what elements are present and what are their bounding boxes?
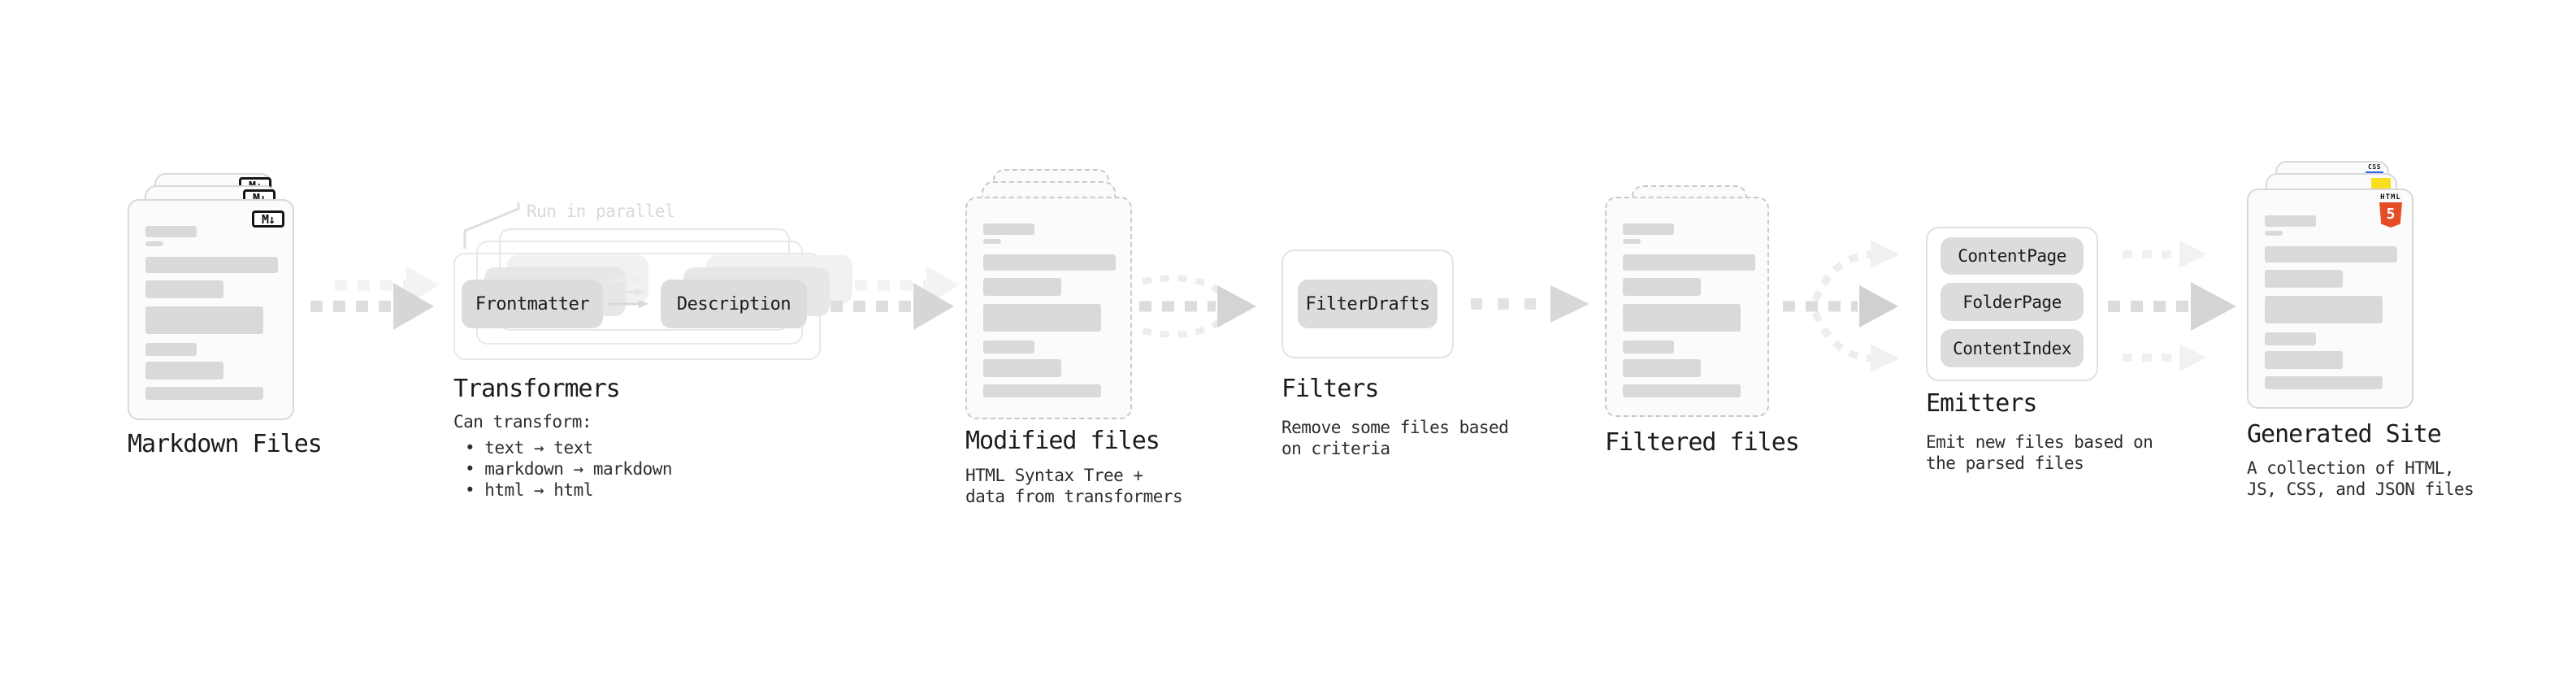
- text-line-placeholder: [1623, 384, 1741, 397]
- parallel-annotation: Run in parallel: [527, 202, 675, 221]
- text-line-placeholder: [2265, 215, 2316, 227]
- stage-title-filters: Filters: [1281, 375, 1379, 403]
- text-line-placeholder: [1623, 278, 1701, 296]
- file-content-placeholder: [2249, 190, 2412, 407]
- html5-icon-shield: 5: [2379, 202, 2402, 228]
- emitters-subtitle-line1: Emit new files based on: [1926, 432, 2153, 452]
- text-line-placeholder: [1623, 359, 1701, 377]
- generated-subtitle-line2: JS, CSS, and JSON files: [2247, 479, 2474, 499]
- emitter-node-folderpage: FolderPage: [1941, 283, 2084, 321]
- filter-node-filterdrafts: FilterDrafts: [1298, 280, 1438, 328]
- flow-arrow-echo: [855, 266, 959, 305]
- stage-title-transformers: Transformers: [453, 375, 621, 403]
- html5-icon-number: 5: [2386, 206, 2396, 223]
- text-line-placeholder: [983, 278, 1061, 296]
- text-line-placeholder: [2265, 376, 2383, 389]
- filters-subtitle-line2: on criteria: [1281, 439, 1390, 458]
- text-line-placeholder: [983, 340, 1034, 354]
- transformers-bullet: html → html: [465, 479, 593, 501]
- flow-arrow-icon: [1471, 285, 1589, 323]
- stage-title-filtered-files: Filtered files: [1605, 428, 1800, 457]
- emitters-subtitle-line2: the parsed files: [1926, 453, 2084, 473]
- flow-arrow-icon: [830, 266, 959, 330]
- flow-arrow-triple-icon: [2108, 241, 2236, 371]
- text-line-placeholder: [2265, 296, 2383, 323]
- text-line-placeholder: [1623, 223, 1674, 235]
- text-line-placeholder: [983, 359, 1061, 377]
- text-line-placeholder: [145, 387, 263, 400]
- generated-subtitle-line1: A collection of HTML,: [2247, 458, 2455, 478]
- file-content-placeholder: [129, 201, 293, 419]
- html5-icon-label: HTML: [2380, 193, 2401, 202]
- text-line-placeholder: [1623, 239, 1641, 244]
- text-line-placeholder: [1623, 304, 1741, 332]
- transformer-node-frontmatter: Frontmatter: [462, 280, 603, 328]
- text-line-placeholder: [1623, 340, 1674, 354]
- modified-subtitle-line2: data from transformers: [965, 487, 1183, 506]
- modified-subtitle-line1: HTML Syntax Tree +: [965, 466, 1143, 485]
- file-content-placeholder: [1607, 198, 1767, 415]
- generated-file-card-front: HTML 5: [2247, 189, 2413, 409]
- flow-arrow-fanout-icon: [1783, 241, 1900, 372]
- transformer-node-description: Description: [661, 280, 807, 328]
- modified-file-card-front: [965, 197, 1132, 419]
- text-line-placeholder: [2265, 246, 2397, 262]
- javascript-icon: [2371, 178, 2391, 190]
- text-line-placeholder: [1623, 254, 1755, 271]
- stage-title-generated-site: Generated Site: [2247, 420, 2442, 449]
- text-line-placeholder: [2265, 231, 2283, 236]
- css-icon-label: CSS: [2368, 163, 2381, 171]
- text-line-placeholder: [983, 254, 1116, 271]
- transformers-bullet: markdown → markdown: [465, 458, 672, 479]
- text-line-placeholder: [2265, 351, 2343, 369]
- markdown-icon: M↓: [252, 210, 284, 228]
- text-line-placeholder: [145, 343, 197, 356]
- stage-title-modified-files: Modified files: [965, 427, 1160, 455]
- filtered-file-card-front: [1605, 197, 1769, 417]
- transformers-bullet: text → text: [465, 437, 593, 458]
- text-line-placeholder: [145, 241, 163, 246]
- stage-title-emitters: Emitters: [1926, 389, 2037, 418]
- markdown-file-card-front: M↓: [128, 199, 294, 420]
- transformers-subtitle-heading: Can transform:: [453, 412, 592, 432]
- text-line-placeholder: [983, 239, 1001, 244]
- text-line-placeholder: [2265, 332, 2316, 345]
- html5-icon: HTML 5: [2379, 193, 2402, 228]
- emitter-node-contentindex: ContentIndex: [1941, 329, 2084, 367]
- flow-arrow-echo: [335, 266, 439, 305]
- text-line-placeholder: [145, 362, 223, 380]
- filters-subtitle-line1: Remove some files based: [1281, 418, 1509, 437]
- annotation-leader-line: [463, 202, 520, 249]
- flow-arrow-icon: [310, 266, 439, 330]
- text-line-placeholder: [983, 223, 1034, 235]
- text-line-placeholder: [145, 306, 263, 334]
- file-content-placeholder: [967, 198, 1130, 418]
- text-line-placeholder: [983, 304, 1101, 332]
- markdown-icon-glyph: M↓: [261, 211, 275, 227]
- text-line-placeholder: [983, 384, 1101, 397]
- text-line-placeholder: [145, 257, 278, 273]
- flow-arrow-converge-icon: [1139, 275, 1256, 338]
- text-line-placeholder: [2265, 270, 2343, 288]
- text-line-placeholder: [145, 226, 197, 237]
- parallel-arrows-icon: [608, 276, 648, 308]
- emitter-node-contentpage: ContentPage: [1941, 237, 2084, 275]
- stage-title-markdown-files: Markdown Files: [128, 430, 323, 458]
- text-line-placeholder: [145, 280, 223, 298]
